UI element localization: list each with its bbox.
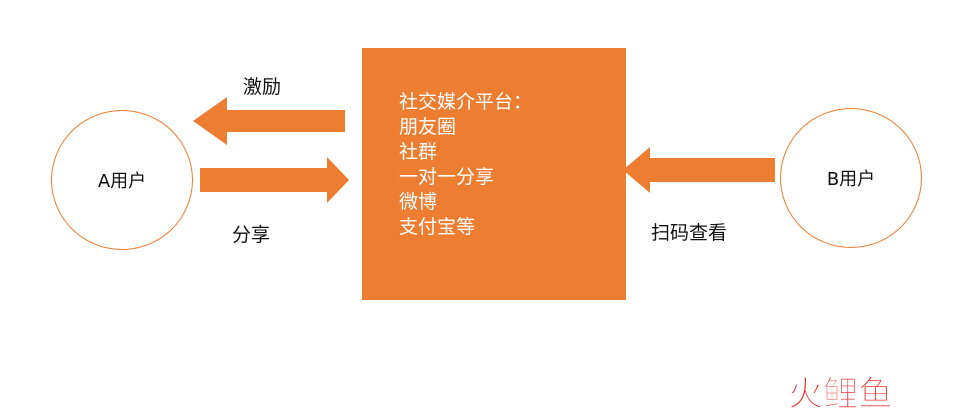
user-b-label: B用户 (826, 169, 876, 190)
watermark-text: 火鲤鱼 (788, 375, 893, 414)
scan-arrow (623, 147, 775, 193)
platform-item-moments: 朋友圈 (399, 116, 457, 138)
share-arrow (200, 157, 349, 203)
share-label: 分享 (232, 224, 271, 246)
scan-view-label: 扫码查看 (651, 222, 728, 244)
platform-item-community: 社群 (399, 141, 438, 163)
user-a-node: A用户 (51, 110, 193, 250)
watermark-logo: 火鲤鱼 (788, 375, 893, 414)
platform-node: 社交媒介平台： 朋友圈 社群 一对一分享 微博 支付宝等 (362, 48, 626, 300)
platform-title: 社交媒介平台： (399, 91, 533, 113)
user-b-node: B用户 (780, 108, 922, 248)
platform-item-alipay: 支付宝等 (399, 216, 476, 238)
platform-item-weibo: 微博 (399, 191, 438, 213)
incentive-arrow (193, 97, 345, 145)
platform-text: 社交媒介平台： 朋友圈 社群 一对一分享 微博 支付宝等 (399, 90, 532, 240)
incentive-label: 激励 (243, 76, 282, 98)
user-a-label: A用户 (97, 171, 147, 192)
platform-item-one-to-one: 一对一分享 (399, 166, 495, 188)
